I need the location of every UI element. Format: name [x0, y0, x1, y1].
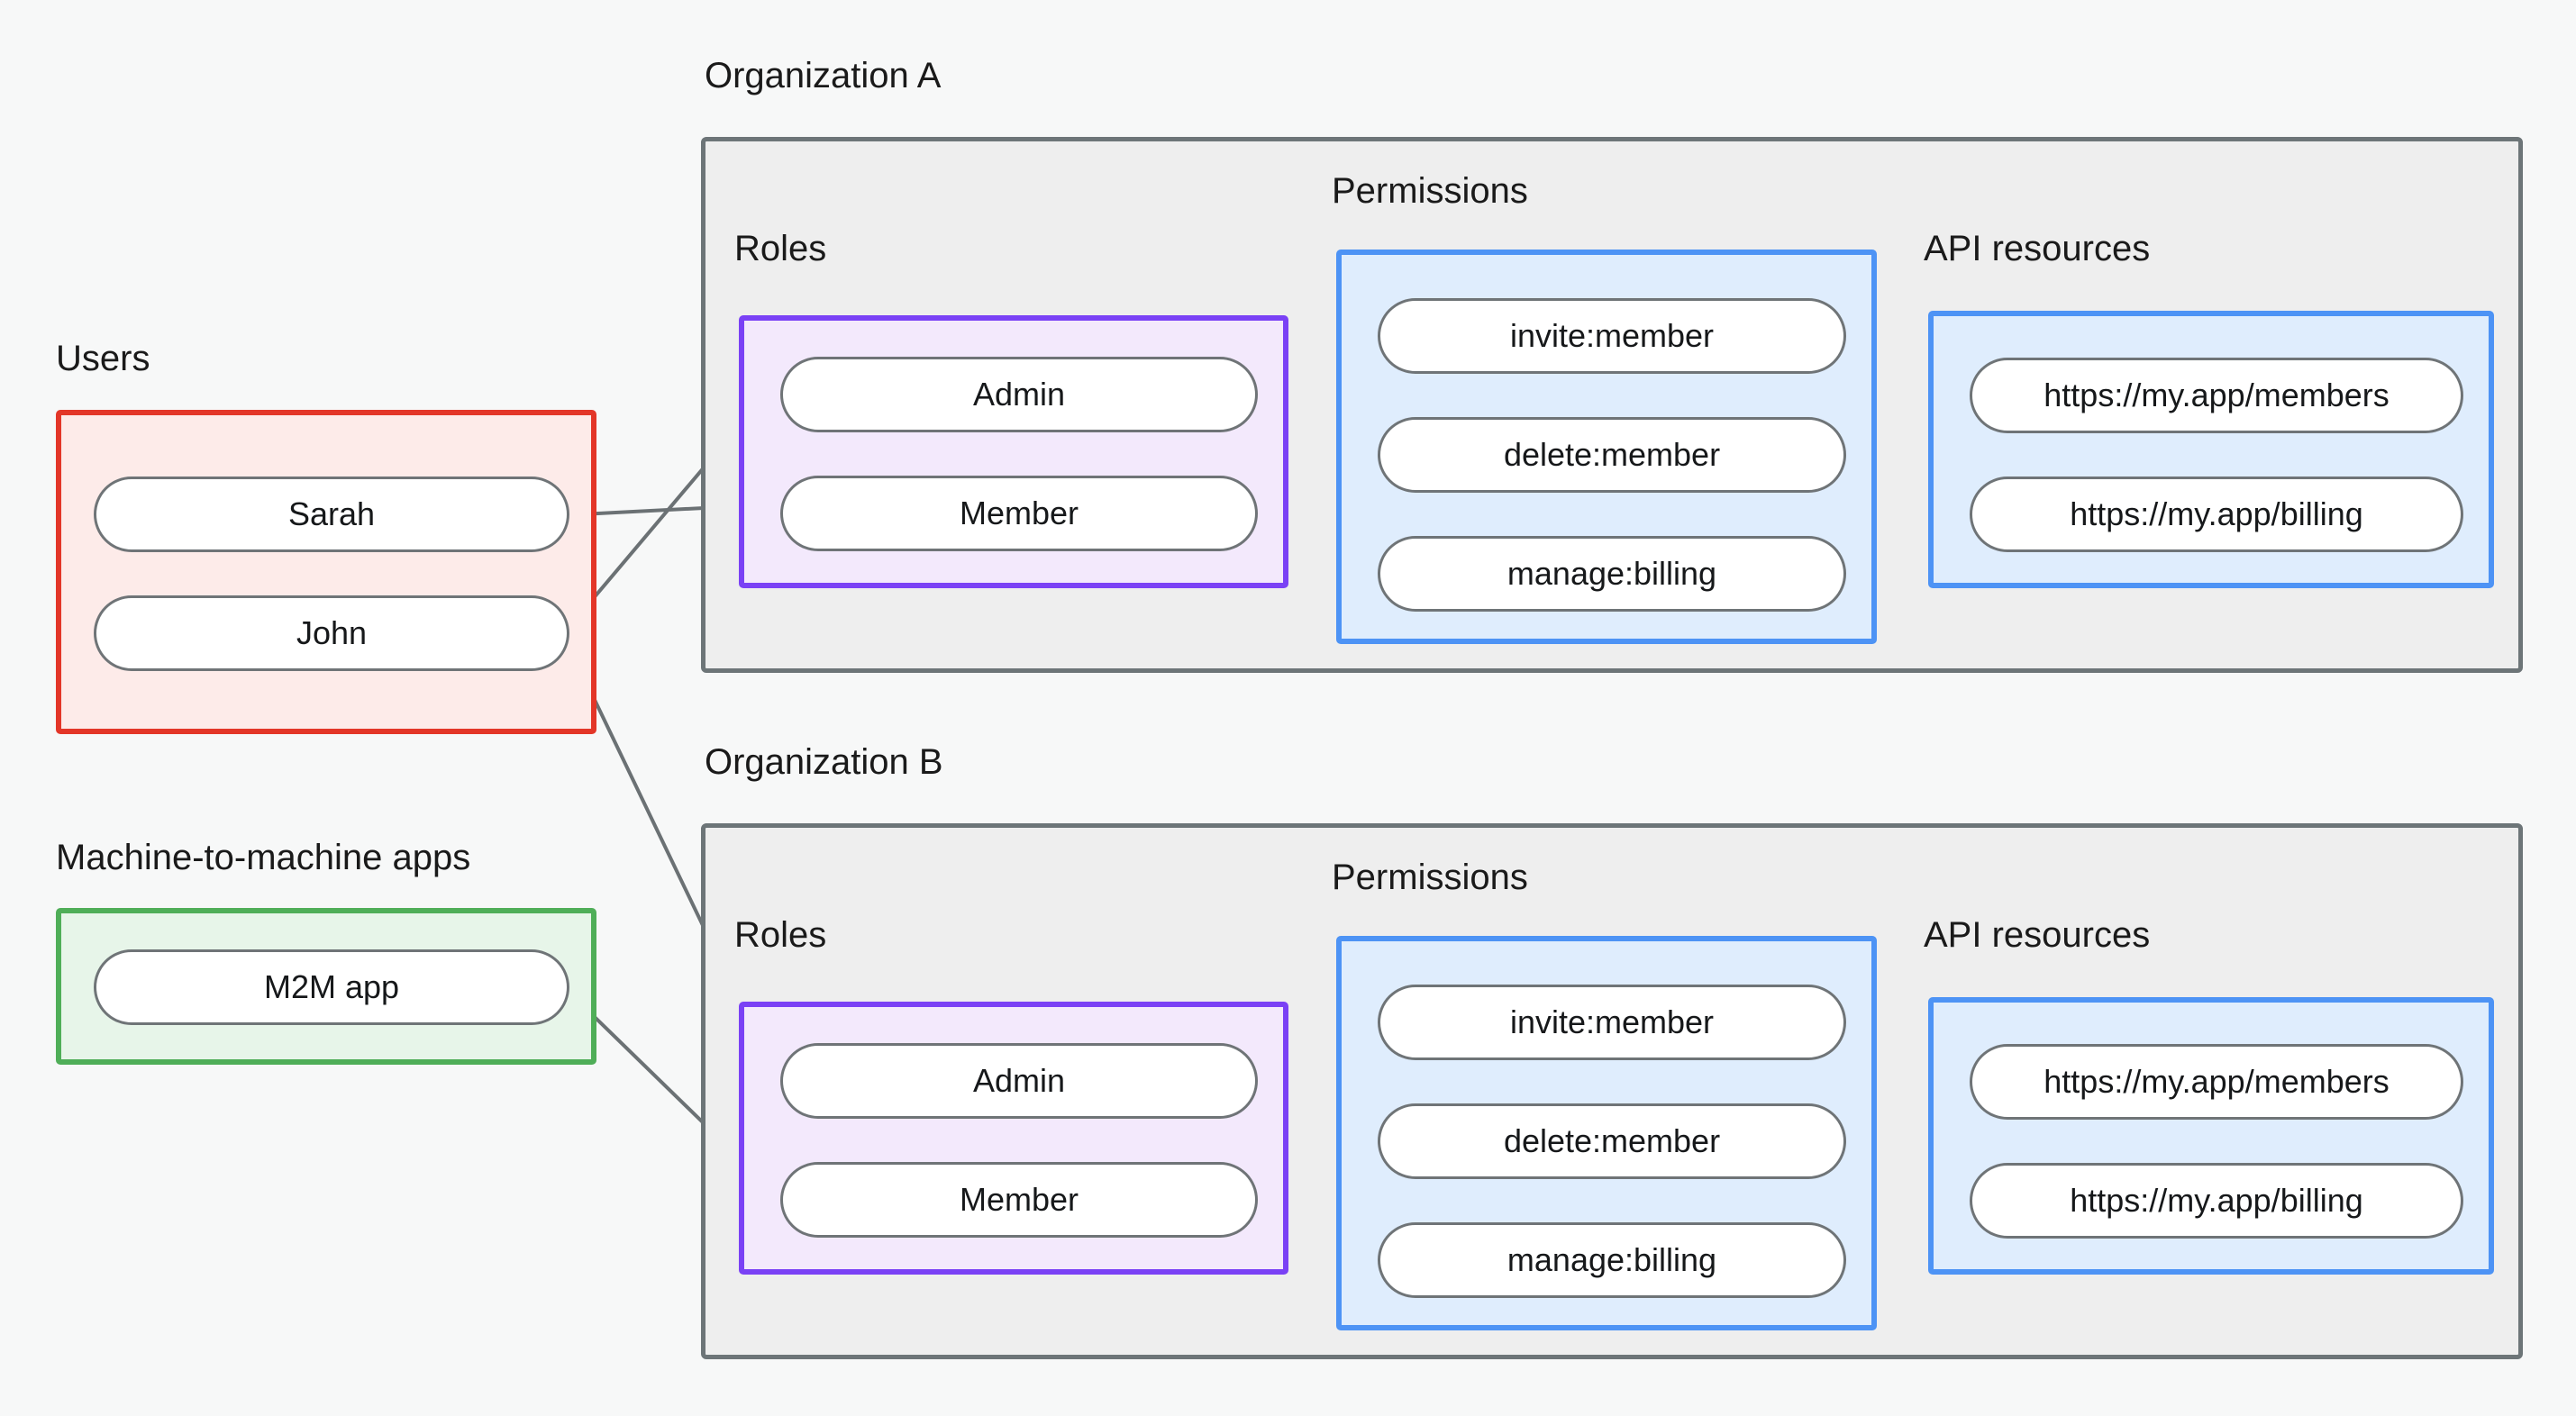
organization-a-group: Admin Member invite:member delete:member… [701, 137, 2523, 673]
caption-org-a-api-resources: API resources [1924, 229, 2151, 268]
caption-users: Users [56, 339, 150, 378]
caption-m2m-apps: Machine-to-machine apps [56, 838, 471, 877]
org-a-api-resource-billing[interactable]: https://my.app/billing [1970, 477, 2463, 552]
org-b-permission-manage-billing[interactable]: manage:billing [1378, 1222, 1846, 1298]
caption-org-a-permissions: Permissions [1332, 171, 1528, 211]
caption-org-b-permissions: Permissions [1332, 858, 1528, 897]
org-b-role-admin[interactable]: Admin [780, 1043, 1258, 1119]
organization-b-group: Admin Member invite:member delete:member… [701, 823, 2523, 1359]
caption-org-b: Organization B [705, 742, 943, 782]
org-a-permission-invite-member[interactable]: invite:member [1378, 298, 1846, 374]
org-a-permission-manage-billing[interactable]: manage:billing [1378, 536, 1846, 612]
org-a-permissions-group: invite:member delete:member manage:billi… [1336, 250, 1877, 644]
org-b-permission-delete-member[interactable]: delete:member [1378, 1103, 1846, 1179]
org-a-role-admin[interactable]: Admin [780, 357, 1258, 432]
org-b-role-member[interactable]: Member [780, 1162, 1258, 1238]
org-b-permission-invite-member[interactable]: invite:member [1378, 985, 1846, 1060]
org-a-permission-delete-member[interactable]: delete:member [1378, 417, 1846, 493]
org-a-roles-group: Admin Member [739, 315, 1288, 588]
user-node-sarah[interactable]: Sarah [94, 477, 569, 552]
caption-org-a-roles: Roles [734, 229, 827, 268]
org-b-api-resource-members[interactable]: https://my.app/members [1970, 1044, 2463, 1120]
caption-org-b-roles: Roles [734, 915, 827, 955]
org-b-api-resource-billing[interactable]: https://my.app/billing [1970, 1163, 2463, 1239]
m2m-apps-group: M2M app [56, 908, 596, 1065]
org-a-api-resource-members[interactable]: https://my.app/members [1970, 358, 2463, 433]
caption-org-a: Organization A [705, 56, 942, 95]
user-node-john[interactable]: John [94, 595, 569, 671]
org-a-api-resources-group: https://my.app/members https://my.app/bi… [1928, 311, 2494, 588]
users-group: Sarah John [56, 410, 596, 734]
m2m-node-app[interactable]: M2M app [94, 949, 569, 1025]
org-b-api-resources-group: https://my.app/members https://my.app/bi… [1928, 997, 2494, 1275]
org-b-permissions-group: invite:member delete:member manage:billi… [1336, 936, 1877, 1330]
caption-org-b-api-resources: API resources [1924, 915, 2151, 955]
org-a-role-member[interactable]: Member [780, 476, 1258, 551]
org-b-roles-group: Admin Member [739, 1002, 1288, 1275]
